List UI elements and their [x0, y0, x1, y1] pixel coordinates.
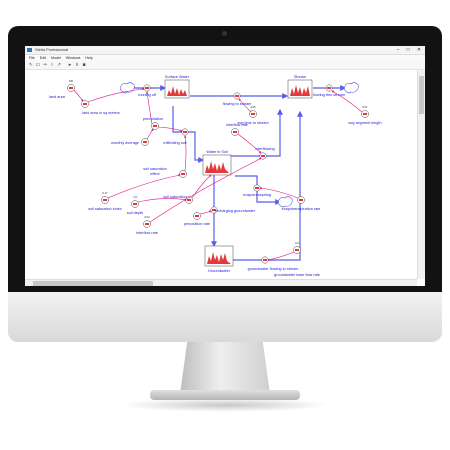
label-interflow-rate-bottom: interflow rate [136, 231, 158, 235]
vertical-scroll-thumb[interactable] [419, 76, 424, 114]
monitor-chin [8, 292, 442, 342]
model-canvas[interactable]: Surface Water Stream Water in Soil Groun… [25, 70, 417, 279]
menu-model[interactable]: Model [51, 56, 61, 60]
label-soil-saturation: soil saturation [163, 195, 186, 199]
monitor-stand-foot [150, 390, 300, 400]
menu-edit[interactable]: Edit [39, 56, 46, 60]
pipe-infiltrating-soil [172, 106, 205, 163]
connector [146, 128, 154, 140]
stock-icon[interactable]: ▭ [35, 62, 41, 68]
label-surface-water: Surface Water [165, 75, 190, 79]
pipe-groundwater-to-stream [233, 110, 303, 261]
stock-graph-icon [207, 252, 231, 264]
menu-file[interactable]: File [29, 56, 35, 60]
cloud-source-icon [120, 82, 135, 94]
stock-water-in-soil[interactable]: Water in Soil [202, 150, 232, 176]
label-soil-saturation-effect-2: effect [150, 172, 160, 176]
close-button[interactable]: ✕ [416, 47, 422, 53]
connector [149, 157, 262, 223]
stock-surface-water[interactable]: Surface Water [164, 75, 190, 99]
value-soil-saturation-index: 0.17 [102, 191, 108, 195]
label-land-area: land area [49, 95, 66, 99]
connector [331, 90, 363, 113]
label-soil-saturation-effect-1: soil saturation [143, 167, 166, 171]
stock-graph-icon [205, 161, 229, 173]
connector [87, 87, 145, 103]
flow-icon[interactable]: ⇒ [42, 62, 48, 68]
connector [107, 174, 181, 199]
label-precipitation: precipitation [143, 117, 163, 121]
menu-help[interactable]: Help [85, 56, 93, 60]
label-monthly-average: monthly average [111, 141, 139, 145]
label-recharging-groundwater: recharging groundwater [215, 209, 256, 213]
stock-graph-icon [167, 86, 187, 96]
app-icon [27, 48, 32, 52]
stop-icon[interactable]: ■ [82, 62, 86, 68]
minimize-button[interactable]: – [396, 47, 400, 53]
pipe-interflowing [230, 108, 283, 157]
toolbar: ↖ ▭ ⇒ ○ ↗ ▸ ॥ ■ [25, 61, 425, 70]
label-avg-time-to-stream: avg time to stream [237, 121, 268, 125]
pointer-icon[interactable]: ↖ [28, 62, 34, 68]
stock-stream[interactable]: Stream [287, 75, 313, 99]
label-soil-saturation-index: soil saturation index [88, 207, 122, 211]
value-groundwater-base-flow-rate: 0.3 [295, 241, 299, 245]
label-water-in-soil: Water in Soil [206, 150, 228, 154]
connector [267, 251, 295, 261]
monitor-stand-neck [180, 342, 270, 394]
value-soil-depth: 1.5 [133, 195, 137, 199]
label-avg-segment-length: avg segment length [348, 121, 381, 125]
vertical-scrollbar[interactable] [417, 70, 425, 279]
connector [137, 198, 187, 203]
label-interflow-rate-top: interflow rate [226, 123, 248, 127]
cloud-sink-icon [344, 82, 359, 94]
maximize-button[interactable]: □ [406, 47, 410, 53]
cloud-evap-sink-icon [278, 196, 293, 208]
connector-icon[interactable]: ↗ [56, 62, 62, 68]
label-flowing-thru-stream: flowing thru stream [313, 93, 345, 97]
stock-groundwater[interactable]: Groundwater [204, 245, 234, 273]
connector [184, 135, 187, 172]
label-groundwater: Groundwater [208, 269, 231, 273]
connector [199, 210, 212, 215]
connector [237, 133, 262, 154]
label-stream: Stream [294, 75, 306, 79]
label-groundwater-to-stream: groundwater flowing to stream [248, 267, 299, 271]
connector [191, 174, 212, 199]
stock-graph-icon [290, 85, 310, 96]
value-avg-segment-length: 0.01 [362, 105, 368, 109]
connector [157, 126, 183, 132]
menu-bar: File Edit Model Windows Help [25, 55, 425, 61]
screen: Stella Professional – □ ✕ File Edit Mode… [25, 46, 425, 286]
label-flowing-to-stream: flowing to stream [223, 102, 252, 106]
value-avg-time-to-stream: 0.05 [250, 105, 256, 109]
horizontal-scrollbar[interactable] [25, 279, 417, 286]
menu-windows[interactable]: Windows [65, 56, 81, 60]
label-interflowing: interflowing [255, 147, 274, 151]
label-percolation-rate: percolation rate [184, 222, 210, 226]
pause-icon[interactable]: ॥ [75, 62, 79, 68]
connector [73, 89, 84, 102]
connector [146, 91, 153, 125]
converter-icon[interactable]: ○ [50, 62, 54, 68]
label-groundwater-base-flow-rate: groundwater base flow rate [274, 273, 320, 277]
window-title: Stella Professional [35, 47, 69, 52]
label-soil-depth: soil depth [127, 211, 143, 215]
connector [259, 187, 299, 199]
value-land-area: 10K [69, 79, 74, 83]
play-icon[interactable]: ▸ [68, 62, 72, 68]
camera-icon [222, 31, 227, 36]
label-infiltrating-soil: infiltrating soil [163, 141, 186, 145]
label-evapotranspiration-rate: evapotranspiration rate [282, 207, 321, 211]
connector [238, 98, 252, 113]
label-land-area-sq-m: land area in sq meters [82, 111, 120, 115]
window-titlebar: Stella Professional – □ ✕ [25, 46, 425, 55]
value-interflow-rate: 0.02 [144, 215, 150, 219]
stand-shadow [120, 398, 330, 412]
label-evapotranspiring: evapotranspiring [243, 193, 271, 197]
horizontal-scroll-thumb[interactable] [33, 281, 153, 286]
